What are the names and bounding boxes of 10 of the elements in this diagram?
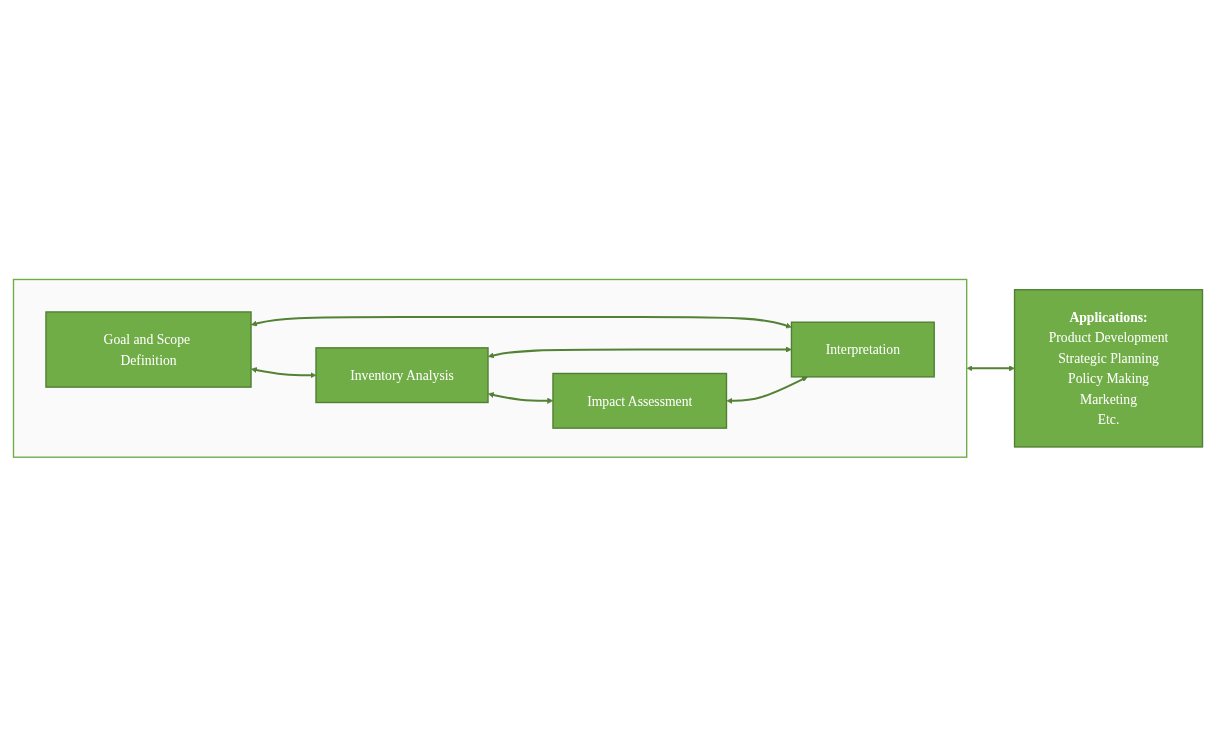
arrow [488, 346, 792, 358]
node-box: Impact Assessment [552, 372, 728, 429]
arrow [966, 365, 1015, 371]
arrow [726, 376, 808, 404]
node-box: Inventory Analysis [315, 346, 489, 403]
cluster [12, 278, 968, 458]
node-box: Goal and Scope Definition [45, 310, 252, 388]
node-box: Interpretation [790, 321, 935, 378]
arrow [251, 315, 792, 329]
node-box: Applications: Product Development Strategic Planning Policy Making Marketing Etc. [1013, 288, 1204, 448]
